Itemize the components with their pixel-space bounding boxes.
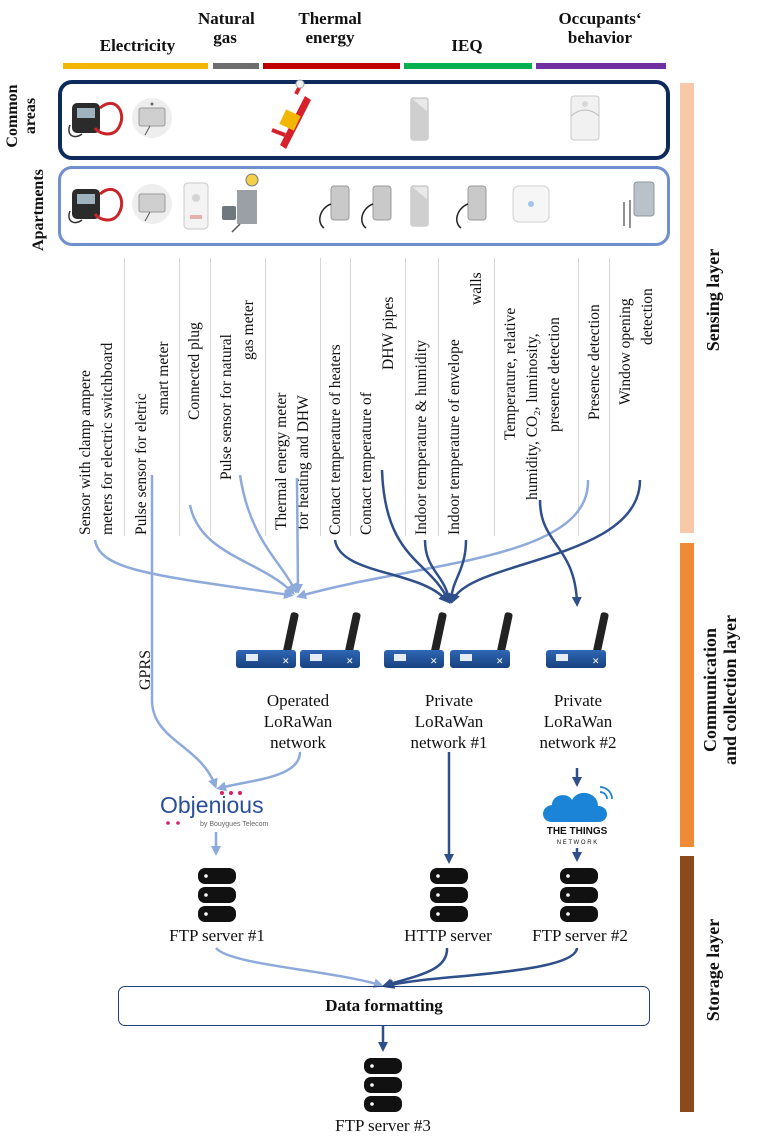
apt-clamp-sensor-icon	[68, 187, 124, 224]
category-ieq: IEQ	[451, 36, 483, 55]
server-label-http: HTTP server	[404, 926, 492, 945]
apt-contact-temp-dhw-icon	[361, 185, 392, 229]
server-label-ftp1: FTP server #1	[169, 926, 265, 945]
gateway-private2-icon: ✕	[546, 612, 609, 668]
storage-layer-bar	[680, 856, 694, 1112]
gateway-operated-2-icon: ✕	[300, 612, 361, 668]
apt-indoor-temp-icon	[410, 185, 429, 227]
apt-multi-sensor-icon	[512, 185, 550, 223]
svg-text:✕: ✕	[282, 657, 290, 667]
ttn-text-1: THE THINGS	[547, 826, 608, 837]
svg-text:N E T W O R K: N E T W O R K	[557, 840, 597, 846]
svg-text:Objenious: Objenious	[160, 792, 264, 818]
network-label-line: Private	[553, 691, 603, 710]
category-bar-thermal-energy	[263, 63, 400, 69]
svg-text:✕: ✕	[346, 657, 354, 667]
sensing-layer-bar	[680, 83, 694, 533]
ttn-cloud-icon: THE THINGS N E T W O R K	[543, 786, 613, 846]
svg-text:✕: ✕	[430, 657, 438, 667]
category-bar-occupants	[536, 63, 666, 69]
apt-contact-temp-heater-icon	[319, 185, 350, 229]
category-electricity: Electricity	[99, 36, 176, 55]
gateway-operated-1-icon: ✕	[236, 612, 299, 668]
apt-pulse-sensor-icon	[132, 184, 172, 224]
svg-text:by Bouygues Telecom: by Bouygues Telecom	[200, 821, 269, 828]
separator	[609, 258, 610, 536]
ttn-text-2: N E T W O R K	[557, 840, 597, 846]
separator	[438, 258, 439, 536]
server-label-ftp2: FTP server #2	[532, 926, 628, 945]
svg-text:✕: ✕	[496, 657, 504, 667]
communication-layer-bar	[680, 543, 694, 847]
separator	[405, 258, 406, 536]
separator	[265, 258, 266, 536]
network-label-line: LoRaWan	[414, 712, 484, 731]
network-label-line: network	[270, 733, 326, 752]
network-label-line: network #2	[539, 733, 617, 752]
network-label-private2: Private LoRaWan network #2	[518, 690, 638, 753]
data-formatting-label: Data formatting	[325, 996, 443, 1015]
light-arrows	[93, 474, 590, 989]
apartments-frame	[58, 166, 670, 246]
server-label-ftp3: FTP server #3	[335, 1116, 431, 1135]
svg-text:✕: ✕	[592, 657, 600, 667]
objenious-logo-text: Objenious	[160, 792, 264, 818]
network-label-line: LoRaWan	[263, 712, 333, 731]
network-label-line: network #1	[410, 733, 488, 752]
category-bar-electricity	[63, 63, 208, 69]
category-thermal-energy-label: Thermal energy	[298, 9, 362, 47]
svg-text:THE THINGS: THE THINGS	[547, 826, 608, 837]
common-presence-sensor-icon	[570, 95, 600, 141]
category-occupants-behavior-label: Occupants‘ behavior	[558, 9, 642, 47]
network-label-line: LoRaWan	[543, 712, 613, 731]
network-label-private1: Private LoRaWan network #1	[389, 690, 509, 753]
apt-connected-plug-icon	[183, 182, 209, 230]
common-pulse-sensor-icon	[132, 98, 172, 138]
separator	[210, 258, 211, 536]
apt-gas-pulse-sensor-icon	[222, 173, 259, 233]
separator	[350, 258, 351, 536]
separator	[494, 258, 495, 536]
category-natural-gas-label: Natural gas	[198, 9, 255, 47]
common-areas-frame	[58, 80, 670, 160]
category-bar-natural-gas	[213, 63, 259, 69]
data-formatting-box: Data formatting	[118, 986, 650, 1026]
database-ftp3-icon	[364, 1058, 402, 1112]
network-label-line: Private	[424, 691, 474, 710]
separator	[179, 258, 180, 536]
separator	[320, 258, 321, 536]
objenious-logo-sub: by Bouygues Telecom	[200, 821, 269, 828]
category-bar-ieq	[404, 63, 532, 69]
common-clamp-sensor-icon	[68, 101, 124, 138]
common-thermal-meter-icon	[271, 79, 311, 149]
network-label-line: Operated	[266, 691, 330, 710]
gprs-label-text: GPRS	[137, 650, 154, 690]
gateway-private1-1-icon: ✕	[384, 612, 447, 668]
separator	[124, 258, 125, 536]
gprs-label: GPRS	[137, 650, 154, 690]
category-occupants-behavior: Occupants‘ behavior	[536, 9, 664, 47]
common-ieq-sensor-icon	[410, 97, 429, 141]
database-ftp1-icon	[198, 868, 236, 922]
category-natural-gas: Natural gas	[198, 9, 255, 47]
apt-window-sensor-icon	[623, 181, 655, 228]
objenious-logo: Objenious by Bouygues Telecom	[160, 791, 269, 828]
network-label-operated: Operated LoRaWan network	[238, 690, 358, 753]
separator	[578, 258, 579, 536]
category-thermal-energy: Thermal energy	[275, 9, 385, 47]
dark-arrows	[333, 469, 642, 1052]
gateway-private1-2-icon: ✕	[450, 612, 513, 668]
database-ftp2-icon	[560, 868, 598, 922]
apt-envelope-temp-icon	[456, 185, 487, 229]
database-http-icon	[430, 868, 468, 922]
